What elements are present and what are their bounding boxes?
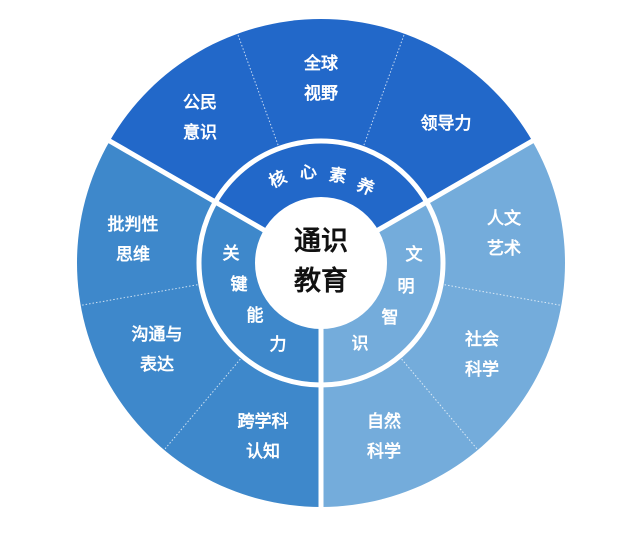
- item-humanities-line2: 艺术: [487, 238, 521, 259]
- item-humanities-line1: 人文: [487, 208, 522, 229]
- dotted-divider: [441, 283, 562, 306]
- dotted-divider: [163, 356, 243, 451]
- item-natural-science-line2: 科学: [367, 441, 401, 462]
- item-interdisciplinary-line2: 认知: [246, 441, 280, 462]
- inner-ring-border: [196, 138, 446, 388]
- item-global-vision-line1: 全球: [303, 53, 339, 74]
- sector-key-abilities-items: 批判性 思维 沟通与 表达 跨学科 认知: [108, 214, 289, 462]
- sector-civilization-wedge: [321, 141, 565, 507]
- item-civic-awareness-line2: 意识: [183, 122, 217, 143]
- center-circle: [255, 197, 387, 329]
- item-critical-thinking-line2: 思维: [116, 244, 150, 265]
- item-interdisciplinary-line1: 跨学科: [238, 411, 289, 432]
- item-leadership: 领导力: [421, 113, 472, 134]
- sector-civilization-items: 人文 艺术 社会 科学 自然 科学: [367, 208, 522, 462]
- center-title-line2: 教育: [294, 265, 348, 297]
- center-title-line1: 通识: [294, 226, 348, 257]
- item-natural-science-line1: 自然: [367, 411, 401, 432]
- dotted-divider: [362, 33, 405, 149]
- sector-key-abilities-wedge: [77, 141, 321, 507]
- item-communication-line2: 表达: [140, 354, 174, 375]
- dotted-divider: [80, 283, 201, 306]
- dotted-divider: [399, 356, 479, 451]
- item-global-vision-line2: 视野: [304, 83, 338, 104]
- item-social-science-line2: 科学: [465, 359, 499, 380]
- item-social-science-line1: 社会: [464, 329, 499, 350]
- item-communication-line1: 沟通与: [132, 324, 183, 345]
- item-critical-thinking-line1: 批判性: [108, 214, 159, 235]
- sector-core-literacy-items: 公民 意识 全球 视野 领导力: [183, 53, 472, 143]
- dotted-divider: [237, 33, 280, 149]
- item-civic-awareness-line1: 公民: [183, 93, 217, 113]
